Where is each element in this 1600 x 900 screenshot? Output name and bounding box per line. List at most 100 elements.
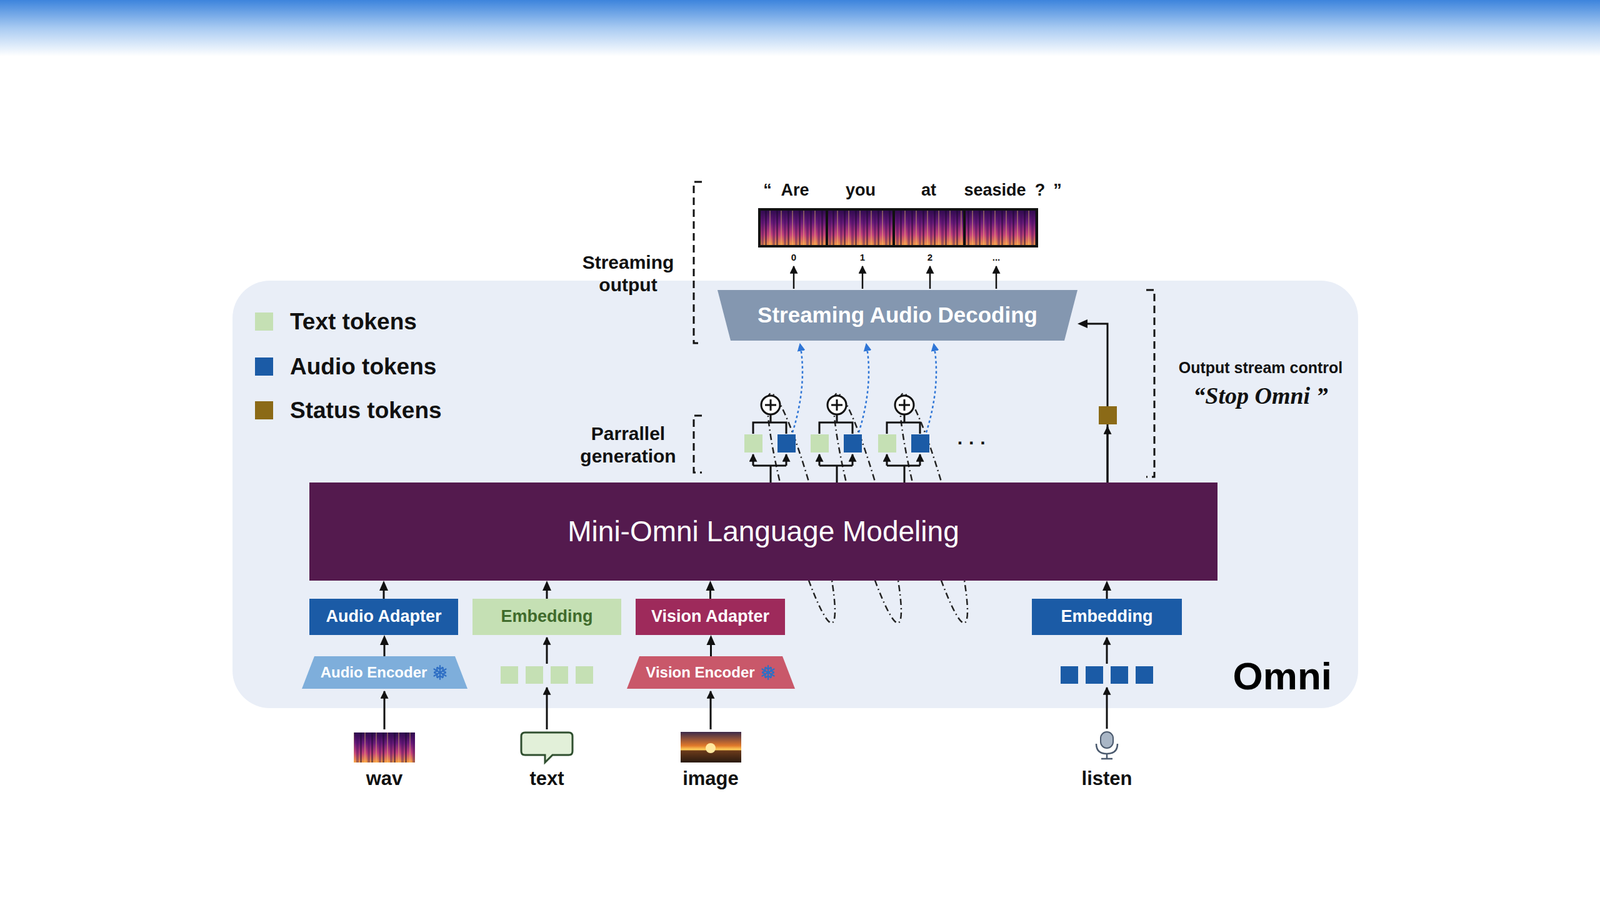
- frame-index: 2: [927, 251, 933, 264]
- snowflake-arm: [433, 666, 448, 679]
- audio-token: [911, 434, 930, 453]
- connector-line: [383, 589, 385, 599]
- arrowhead: [379, 580, 389, 591]
- input-label: wav: [366, 766, 404, 790]
- legend-swatch: [255, 312, 274, 331]
- legend-row: Audio tokens: [255, 353, 437, 381]
- label-holder: ”: [1053, 180, 1062, 200]
- wav-icon: [353, 732, 415, 763]
- input-label: listen: [1081, 766, 1133, 790]
- encoder-block: Vision Encoder: [626, 656, 795, 689]
- text-stack: Vision Adapter: [651, 606, 770, 627]
- image-icon: [680, 731, 742, 763]
- node-label: Audio Adapter: [326, 606, 442, 627]
- text-token: [878, 434, 897, 453]
- text-stack: Vision Encoder: [645, 663, 755, 682]
- audio-token: [1110, 666, 1129, 684]
- side-label: Parrallel generation: [562, 422, 694, 468]
- audio-flow-arrow: [926, 343, 937, 433]
- text-token: [575, 666, 594, 684]
- frame-index: ...: [992, 251, 1001, 264]
- arrowhead: [706, 635, 716, 645]
- snowflake-arm: [760, 666, 775, 679]
- connector: [1077, 319, 1108, 483]
- legend-swatch: [255, 357, 274, 376]
- node-label: Embedding: [1061, 606, 1154, 627]
- frame-arrow: [861, 266, 864, 289]
- fork-arrow: [752, 454, 755, 466]
- node-label: Embedding: [501, 606, 594, 627]
- text-stack: Embedding: [501, 606, 594, 627]
- connector: [1102, 580, 1112, 599]
- token-word: at: [921, 180, 937, 200]
- legend-row: Text tokens: [255, 308, 417, 336]
- wav-texture: [353, 732, 415, 763]
- frame-index: 0: [791, 251, 797, 264]
- snowflake-arm: [433, 666, 448, 679]
- input-arrow: [710, 691, 712, 730]
- annotation: “Stop Omni ”: [1193, 381, 1328, 411]
- panel-ground: [232, 280, 1359, 709]
- side-label: Streaming output: [562, 251, 694, 297]
- arrowhead: [380, 635, 389, 645]
- label-holder: listen: [1081, 766, 1133, 790]
- status-arrow: [1106, 426, 1109, 483]
- label-holder: ...: [992, 251, 1001, 264]
- input-arrow: [1106, 637, 1109, 664]
- frame-arrow: [995, 266, 998, 289]
- label-holder: image: [682, 766, 739, 790]
- label-holder: Parrallel generation: [562, 422, 694, 468]
- text-stack: Embedding: [1061, 606, 1154, 627]
- sum-cross: [765, 399, 777, 411]
- arrowhead: [542, 580, 552, 591]
- connector: [542, 580, 552, 599]
- audio-token: [843, 434, 862, 453]
- connector: [706, 635, 716, 657]
- microphone-stand: [1096, 743, 1118, 759]
- node-label: Audio Encoder: [320, 663, 428, 682]
- frame-divider: [826, 209, 965, 247]
- text-stack: Streaming Audio Decoding: [757, 302, 1038, 328]
- fork-arrow: [919, 454, 922, 466]
- merge-line: [819, 415, 853, 434]
- snowflake-arm: [760, 666, 775, 679]
- label-holder: text: [529, 766, 564, 790]
- text-stack: Omni: [1233, 653, 1332, 699]
- label-holder: Output stream control: [1178, 358, 1344, 377]
- model-panel: Omni Streaming Audio DecodingMini-Omni La…: [232, 280, 1359, 709]
- ellipsis: · · ·: [957, 431, 987, 455]
- node-label: Vision Encoder: [645, 663, 755, 682]
- connector: [379, 580, 389, 599]
- fork-line: [819, 465, 853, 483]
- label-holder: Are: [780, 180, 809, 200]
- audio-token: [777, 434, 796, 453]
- legend-swatch: [255, 401, 274, 420]
- connector: [706, 580, 715, 599]
- connector-line: [1106, 589, 1109, 599]
- annotation: Output stream control: [1178, 358, 1344, 377]
- token-word: seaside: [963, 180, 1026, 200]
- language-model-block: Mini-Omni Language Modeling: [309, 482, 1218, 581]
- label-holder: “: [763, 180, 772, 200]
- label-holder: Streaming output: [562, 251, 694, 297]
- connector-line: [1086, 323, 1108, 483]
- legend-label: Audio tokens: [290, 353, 437, 381]
- text-token: [500, 666, 519, 684]
- connector-line: [709, 589, 712, 599]
- node-label: Mini-Omni Language Modeling: [567, 515, 959, 549]
- sum-symbol: [761, 395, 780, 415]
- input-label: image: [682, 766, 739, 790]
- frame-index: 1: [860, 251, 865, 264]
- label-holder: ?: [1035, 180, 1046, 200]
- legend-label: Text tokens: [290, 308, 417, 336]
- spectrogram-strip: [759, 209, 1037, 247]
- audio-flow-arrow: [858, 343, 869, 433]
- connector: [380, 635, 389, 657]
- input-label: text: [529, 766, 564, 790]
- label-holder: 0: [791, 251, 797, 264]
- token-word: you: [845, 180, 876, 200]
- token-word: Are: [780, 180, 809, 200]
- token-word: “: [763, 180, 772, 200]
